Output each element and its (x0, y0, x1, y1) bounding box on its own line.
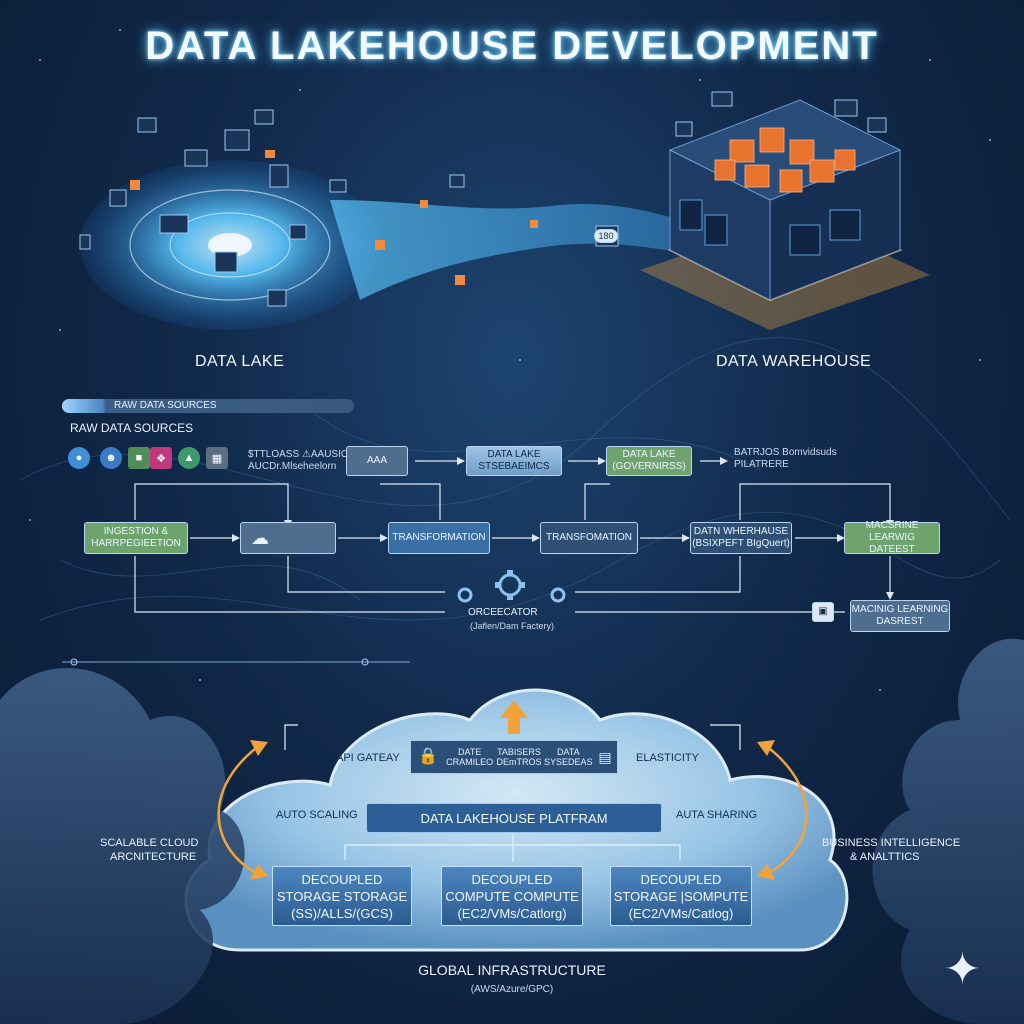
ingestion-node: INGESTION & HARRPEGIEETION (84, 522, 188, 554)
governance-line2: (GOVERNIRSS) (612, 461, 686, 472)
source-user-icon: ● (68, 447, 90, 469)
data-lake-storage-node: DATA LAKE STSEBAEIMCS (466, 446, 562, 476)
document-icon: ▤ (598, 749, 612, 765)
raw-sources-pill: RAW DATA SOURCES (62, 399, 354, 413)
transformation-node-2: TRANSFOMATION (540, 522, 638, 554)
source-caption-2: AUCDr.Mlseheelorn (248, 461, 337, 472)
box1-line1: DECOUPLED (301, 871, 383, 887)
global-infra-label: GLOBAL INFRASTRUCTURE (418, 962, 606, 978)
bi-line1: BUSINESS INTELLIGENCE (822, 837, 961, 849)
source-chart-icon: ▲ (178, 447, 200, 469)
bi-caption-2: PILATRERE (734, 459, 789, 470)
box2-line2: COMPUTE COMPUTE (445, 888, 579, 904)
chip3-b: SYSEDEAS (544, 757, 593, 767)
scalable-line1: SCALABLE CLOUD (100, 837, 199, 849)
decoupled-compute-box: DECOUPLED COMPUTE COMPUTE (EC2/VMs/Catlo… (441, 866, 583, 926)
data-warehouse-line2: (BSIXPEFT BIgQuert) (692, 538, 790, 549)
orchestrator-label: ORCEECATOR (468, 607, 538, 618)
ml-top-line2: DATEEST (869, 544, 915, 555)
sparkle-icon: ✦ (944, 945, 981, 994)
lock-icon: 🔒 (418, 748, 438, 765)
page-title: DATA LAKEHOUSE DEVELOPMENT (145, 24, 879, 68)
auto-sharing-label: AUTA SHARING (676, 809, 758, 821)
ml-bottom-line1: MACINIG LEARNING (851, 604, 949, 615)
bi-caption-1: BATRJOS Bomvidsuds (734, 447, 837, 458)
ml-dataset-node-bottom: MACINIG LEARNING DASREST (850, 600, 950, 632)
box1-line3: (SS)/ALLS/(GCS) (291, 905, 393, 921)
raw-sources-heading: RAW DATA SOURCES (70, 421, 194, 435)
source-image-icon: ■ (128, 447, 150, 469)
data-warehouse-node: DATN WHERHAUSE (BSIXPEFT BIgQuert) (690, 522, 792, 554)
box2-line1: DECOUPLED (471, 871, 553, 887)
source-person-icon: ☻ (100, 447, 122, 469)
service-chips: 🔒 DATE CRAMILEO TABISERS DEmTROS DATA SY… (410, 740, 618, 774)
bi-line2: & ANALTTICS (850, 851, 920, 863)
box3-line2: STORAGE |SOMPUTE (613, 888, 749, 904)
ingestion-line1: INGESTION & (103, 526, 169, 537)
aaa-box: AAA (346, 446, 408, 476)
governance-line1: DATA LAKE (622, 449, 676, 460)
box3-line1: DECOUPLED (640, 871, 722, 887)
orchestrator-sub: (Jaflen/Dam Factery) (470, 621, 555, 631)
decoupled-storage-box: DECOUPLED STORAGE STORAGE (SS)/ALLS/(GCS… (272, 866, 412, 926)
box3-line3: (EC2/VMs/Catlog) (628, 905, 734, 921)
cloud-storage-node: ☁ (240, 522, 336, 554)
platform-bar: DATA LAKEHOUSE PLATFRAM (366, 803, 662, 833)
decoupled-storage-compute-box: DECOUPLED STORAGE |SOMPUTE (EC2/VMs/Catl… (610, 866, 752, 926)
auto-scaling-label: AUTO SCALING (276, 809, 358, 821)
ml-bottom-line2: DASREST (876, 616, 924, 627)
ml-dataset-node-top: MACSRINE LEARWIG DATEEST (844, 520, 940, 555)
chip1-b: CRAMILEO (446, 757, 494, 767)
data-lake-label: DATA LAKE (195, 353, 285, 370)
providers-label: (AWS/Azure/GPC) (470, 984, 554, 995)
ingestion-line2: HARRPEGIEETION (91, 538, 181, 549)
box2-line3: (EC2/VMs/Catlorg) (457, 905, 567, 921)
source-app-icon: ❖ (150, 447, 172, 469)
data-warehouse-label: DATA WAREHOUSE (716, 353, 872, 370)
source-caption-1: $TTLOASS ⚠AAUSIO (248, 449, 349, 460)
elasticity-label: ELASTICITY (636, 752, 699, 764)
data-lake-storage-line2: STSEBAEIMCS (478, 461, 550, 472)
chip2-a: TABISERS (497, 747, 541, 757)
source-grid-icon: ▦ (206, 447, 228, 469)
chip1-a: DATE (457, 747, 482, 757)
box1-line2: STORAGE STORAGE (276, 888, 408, 904)
ml-top-line1: MACSRINE LEARWIG (865, 520, 919, 543)
lake-badge: 180 (594, 229, 618, 243)
cloud-icon: ☁ (251, 528, 269, 548)
data-lake-governance-node: DATA LAKE (GOVERNIRSS) (606, 446, 692, 476)
chip2-b: DEmTROS (496, 757, 542, 767)
raw-sources-pill-label: RAW DATA SOURCES (114, 400, 217, 411)
data-warehouse-line1: DATN WHERHAUSE (693, 526, 789, 537)
transformation-node-1: TRANSFORMATION (388, 522, 490, 554)
data-lake-storage-line1: DATA LAKE (487, 449, 541, 460)
scalable-line2: ARCNITECTURE (110, 851, 197, 863)
monitor-icon: ▣ (812, 602, 834, 622)
api-gateway-label: API GATEAY (336, 752, 400, 764)
chip3-a: DATA (556, 747, 580, 757)
